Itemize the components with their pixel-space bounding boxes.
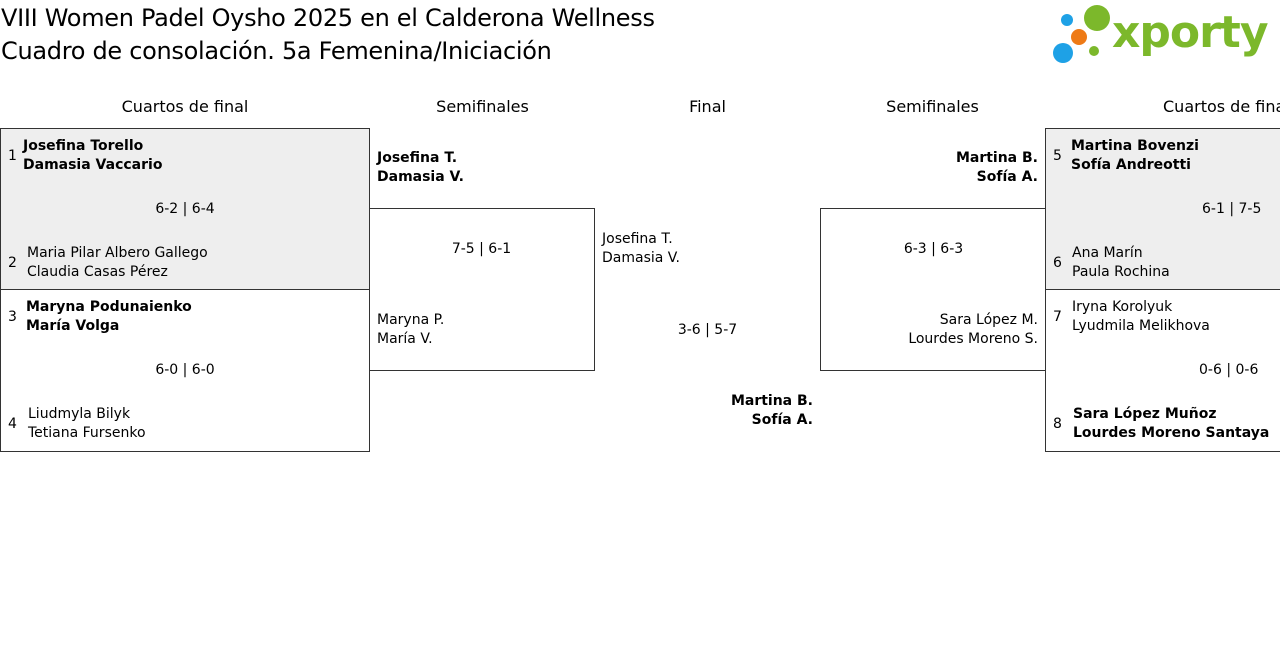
player-name: Damasia Vaccario xyxy=(23,157,163,173)
seed-number: 5 xyxy=(1053,148,1062,164)
player-name: Tetiana Fursenko xyxy=(28,425,146,441)
player-name: Martina Bovenzi xyxy=(1071,138,1199,154)
player-name: Sara López M. xyxy=(939,312,1038,328)
match-score: 6-1 | 7-5 xyxy=(1202,201,1262,217)
player-name: Lyudmila Melikhova xyxy=(1072,318,1210,334)
player-name: Sofía Andreotti xyxy=(1071,157,1191,173)
page-title: VIII Women Padel Oysho 2025 en el Calder… xyxy=(1,4,655,32)
seed-number: 1 xyxy=(8,148,17,164)
page-subtitle: Cuadro de consolación. 5a Femenina/Inici… xyxy=(1,37,552,65)
logo-dots-icon xyxy=(1053,5,1110,63)
seed-number: 4 xyxy=(8,416,17,432)
player-name: Paula Rochina xyxy=(1072,264,1170,280)
match-right-qf-2[interactable]: 7 Iryna Korolyuk Lyudmila Melikhova 0-6 … xyxy=(1045,289,1280,452)
match-left-qf-2[interactable]: 3 Maryna Podunaienko María Volga 6-0 | 6… xyxy=(0,289,370,452)
player-name: Damasia V. xyxy=(377,169,464,185)
match-left-sf[interactable]: 7-5 | 6-1 Maryna P. María V. xyxy=(369,208,595,371)
player-name: Josefina T. xyxy=(377,150,458,166)
match-right-sf[interactable]: 6-3 | 6-3 Sara López M. Lourdes Moreno S… xyxy=(820,208,1046,371)
player-name: Sara López Muñoz xyxy=(1073,406,1217,422)
round-header-final: Final xyxy=(689,97,726,116)
round-header-right-sf: Semifinales xyxy=(886,97,979,116)
player-name: Maria Pilar Albero Gallego xyxy=(27,245,208,261)
match-left-qf-1[interactable]: 1 Josefina Torello Damasia Vaccario 6-2 … xyxy=(0,128,370,290)
player-name: Lourdes Moreno S. xyxy=(908,331,1038,347)
player-name: Martina B. xyxy=(730,393,813,409)
round-header-left-qf: Cuartos de final xyxy=(121,97,249,116)
match-score: 6-3 | 6-3 xyxy=(903,241,964,257)
player-name: María Volga xyxy=(26,318,120,334)
player-name: María V. xyxy=(377,331,433,347)
player-name: Ana Marín xyxy=(1072,245,1143,261)
match-score: 7-5 | 6-1 xyxy=(451,241,512,257)
player-name: Josefina Torello xyxy=(23,138,144,154)
player-name: Lourdes Moreno Santaya xyxy=(1073,425,1270,441)
seed-number: 6 xyxy=(1053,255,1062,271)
final-score: 3-6 | 5-7 xyxy=(677,322,738,338)
match-score: 6-2 | 6-4 xyxy=(155,201,215,217)
seed-number: 8 xyxy=(1053,416,1062,432)
seed-number: 7 xyxy=(1053,309,1062,325)
player-name: Claudia Casas Pérez xyxy=(27,264,168,280)
seed-number: 3 xyxy=(8,309,17,325)
player-name: Liudmyla Bilyk xyxy=(28,406,131,422)
seed-number: 2 xyxy=(8,255,17,271)
player-name: Sofía A. xyxy=(751,412,813,428)
round-header-left-sf: Semifinales xyxy=(436,97,529,116)
logo-text: xporty xyxy=(1112,7,1269,58)
match-right-qf-1[interactable]: 5 Martina Bovenzi Sofía Andreotti 6-1 | … xyxy=(1045,128,1280,290)
player-name: Martina B. xyxy=(955,150,1038,166)
player-name: Maryna P. xyxy=(377,312,445,328)
player-name: Damasia V. xyxy=(602,250,681,266)
player-name: Sofía A. xyxy=(976,169,1038,185)
match-score: 0-6 | 0-6 xyxy=(1199,362,1259,378)
player-name: Maryna Podunaienko xyxy=(26,299,192,315)
round-header-right-qf: Cuartos de final xyxy=(1163,97,1280,116)
match-score: 6-0 | 6-0 xyxy=(155,362,215,378)
player-name: Josefina T. xyxy=(602,231,673,247)
player-name: Iryna Korolyuk xyxy=(1072,299,1173,315)
xporty-logo[interactable]: xporty xyxy=(1050,2,1276,66)
